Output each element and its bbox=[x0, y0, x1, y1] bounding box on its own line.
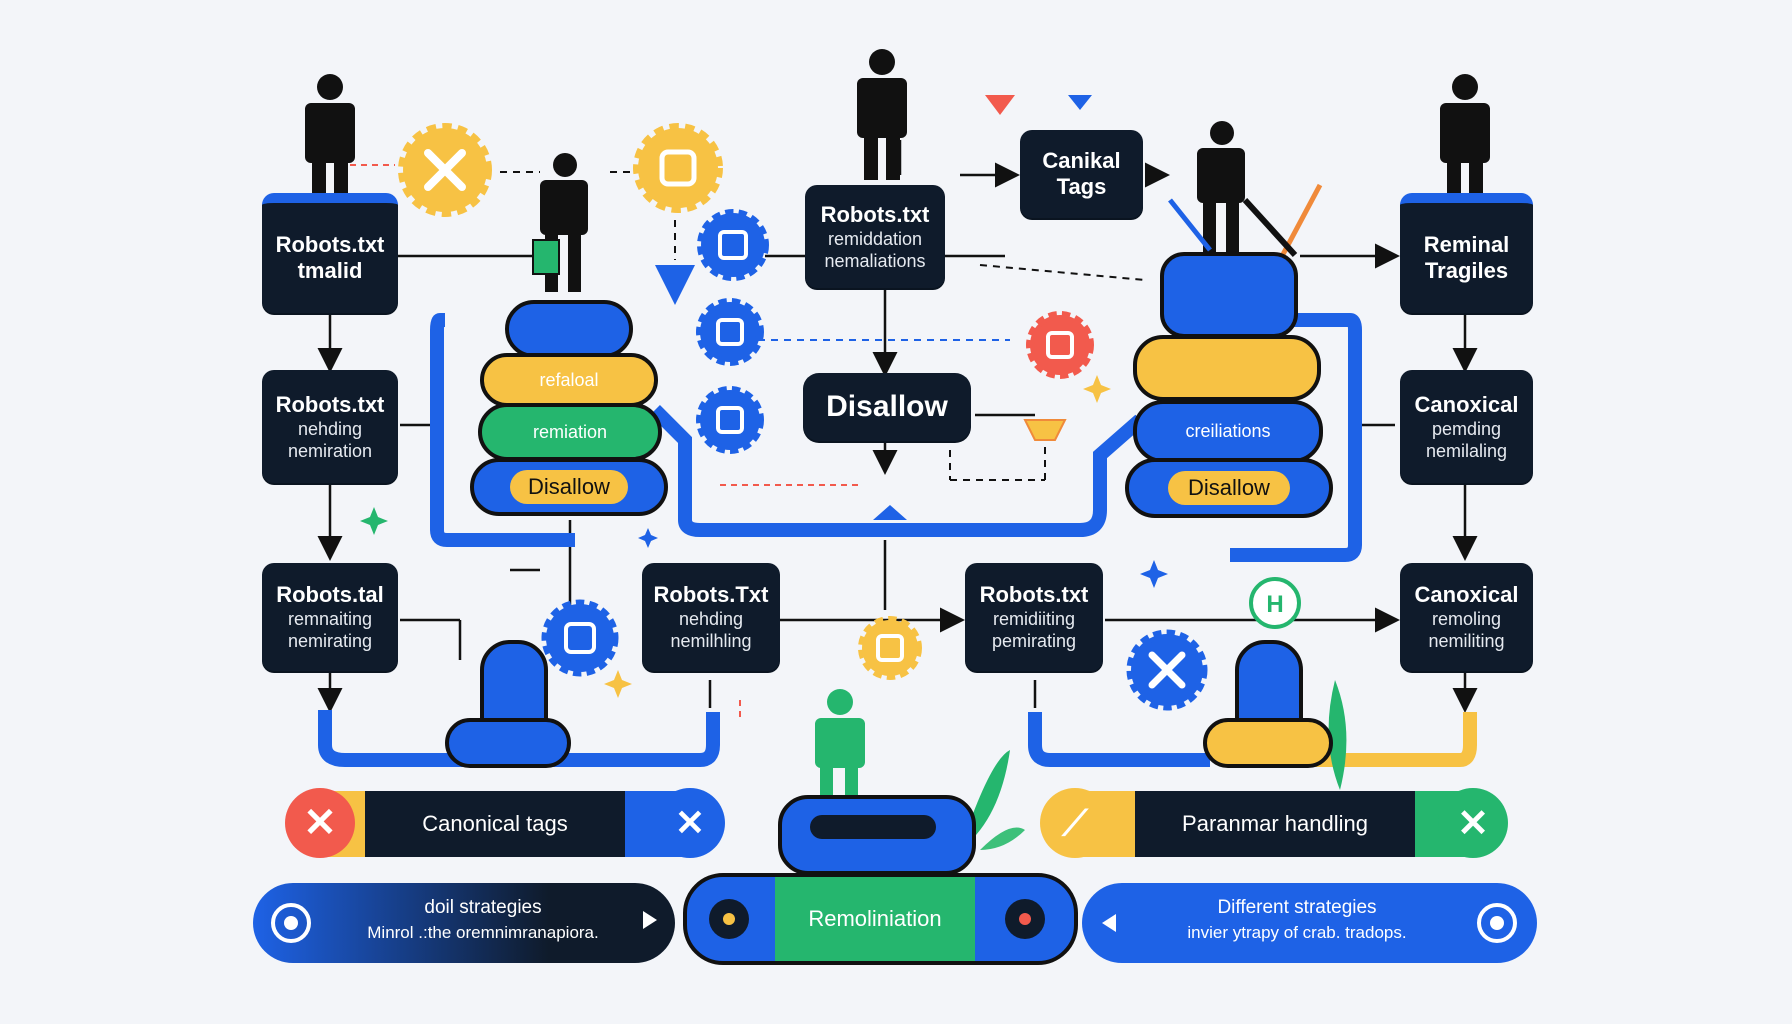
box-left-low-line1: Robots.tal bbox=[276, 582, 384, 607]
box-left-low-line2: remnaiting bbox=[287, 609, 373, 629]
h-badge-label: H bbox=[1266, 591, 1283, 618]
box-center-right-low-line1: Robots.txt bbox=[979, 582, 1089, 607]
box-top-left-line2: tmalid bbox=[297, 258, 363, 283]
gear-icon-yellow-center-low bbox=[858, 616, 922, 680]
box-canonical-tags-top[interactable]: Canikal Tags bbox=[1020, 130, 1143, 218]
box-center-right-low-line3: pemirating bbox=[991, 631, 1077, 651]
play-arrow-icon[interactable] bbox=[643, 911, 657, 929]
box-top-right-line1: Reminal bbox=[1423, 232, 1510, 257]
box-top-center-line3: nemaliations bbox=[824, 250, 926, 271]
gear-icon-blue-left-low bbox=[541, 599, 619, 677]
box-center-right-low[interactable]: Robots.txt remidiiting pemirating bbox=[965, 563, 1103, 671]
box-top-center-line1: Robots.txt bbox=[820, 201, 930, 227]
blue-target-icon[interactable] bbox=[271, 903, 311, 943]
center-remediation-label: Remoliniation bbox=[775, 877, 975, 961]
gear-icon-blue-2 bbox=[696, 298, 764, 366]
box-left-mid-line2: nehding bbox=[297, 418, 363, 439]
right-wheel-icon bbox=[1005, 899, 1045, 939]
red-close-icon[interactable]: ✕ bbox=[285, 788, 355, 858]
box-right-mid-line1: Canoxical bbox=[1414, 391, 1519, 417]
box-center-left-low-line2: nehding bbox=[678, 609, 744, 629]
box-disallow-center[interactable]: Disallow bbox=[803, 373, 971, 441]
box-center-left-low[interactable]: Robots.Txt nehding nemilhling bbox=[642, 563, 780, 671]
left-strategy-line2: Minrol .:the oremnimranapiora. bbox=[367, 923, 599, 942]
yellow-edit-icon[interactable]: ⟋ bbox=[1040, 788, 1110, 858]
right-strategy-line1: Different strategies bbox=[1217, 897, 1377, 918]
gear-icon-red bbox=[1026, 311, 1094, 379]
person-figure-stack-right bbox=[1197, 121, 1245, 255]
center-remediation-bar[interactable]: Remoliniation bbox=[683, 873, 1078, 965]
box-top-right-line2: Tragiles bbox=[1424, 258, 1509, 283]
box-top-left-line1: Robots.txt bbox=[275, 232, 385, 257]
box-right-mid[interactable]: Canoxical pemding nemilaling bbox=[1400, 370, 1533, 483]
blue-target-icon-right[interactable] bbox=[1477, 903, 1517, 943]
box-left-mid-line3: nemiration bbox=[287, 440, 373, 461]
gear-icon-yellow-square bbox=[633, 123, 723, 213]
stack-left-bottom: Disallow bbox=[470, 458, 668, 516]
stack-left-top: refaloal bbox=[480, 353, 658, 407]
stack-left-top-label: refaloal bbox=[539, 369, 599, 390]
stack-left-middle-label: remiation bbox=[532, 421, 608, 442]
box-top-right[interactable]: Reminal Tragiles bbox=[1400, 193, 1533, 313]
box-right-low-line2: remoling bbox=[1431, 609, 1502, 629]
right-strategy-bar[interactable]: Different strategies invier ytrapy of cr… bbox=[1082, 883, 1537, 963]
h-badge-icon: H bbox=[1249, 577, 1301, 629]
stack-left-middle: remiation bbox=[478, 403, 662, 461]
parameter-handling-label: Paranmar handling bbox=[1182, 811, 1368, 836]
stack-right-top bbox=[1133, 335, 1321, 401]
robot-head-right bbox=[1160, 252, 1298, 338]
gear-icon-yellow-x bbox=[398, 123, 492, 217]
box-right-mid-line2: pemding bbox=[1431, 418, 1502, 439]
left-strategy-bar[interactable]: doil strategies Minrol .:the oremnimrana… bbox=[253, 883, 675, 963]
box-center-left-low-line3: nemilhling bbox=[670, 631, 752, 651]
green-card-icon bbox=[532, 239, 560, 275]
gear-icon-blue-x bbox=[1126, 629, 1208, 711]
left-wheel-icon bbox=[709, 899, 749, 939]
parameter-handling-bar[interactable]: ⟋ ✕ Paranmar handling bbox=[1040, 788, 1508, 860]
gear-icon-blue-3 bbox=[696, 386, 764, 454]
box-right-mid-line3: nemilaling bbox=[1425, 440, 1508, 461]
canonical-tags-label: Canonical tags bbox=[422, 811, 568, 836]
robot-head-left bbox=[505, 300, 633, 358]
box-center-left-low-line1: Robots.Txt bbox=[653, 582, 769, 607]
box-canonical-tags-top-line2: Tags bbox=[1056, 174, 1107, 199]
gear-icon-blue-1 bbox=[697, 209, 769, 281]
right-strategy-line2: invier ytrapy of crab. tradops. bbox=[1187, 923, 1407, 942]
stack-left-bottom-label: Disallow bbox=[510, 470, 628, 504]
stack-right-bottom: Disallow bbox=[1125, 458, 1333, 518]
box-canonical-tags-top-line1: Canikal bbox=[1042, 148, 1121, 173]
rewind-arrow-icon[interactable] bbox=[1102, 914, 1116, 932]
stack-right-middle-label: creiliations bbox=[1185, 421, 1271, 441]
leaf-icon-right bbox=[1328, 680, 1347, 790]
box-center-right-low-line2: remidiiting bbox=[992, 609, 1076, 629]
green-close-icon[interactable]: ✕ bbox=[1438, 788, 1508, 858]
box-top-center-line2: remiddation bbox=[827, 228, 923, 249]
blue-cross-icon[interactable]: ✕ bbox=[655, 788, 725, 858]
small-yellow-badge bbox=[1023, 419, 1067, 441]
canonical-tags-bar[interactable]: ✕ ✕ Canonical tags bbox=[285, 788, 725, 860]
box-right-low[interactable]: Canoxical remoling nemiliting bbox=[1400, 563, 1533, 671]
box-disallow-center-label: Disallow bbox=[826, 390, 948, 423]
box-left-low-line3: nemirating bbox=[287, 631, 373, 651]
left-strategy-line1: doil strategies bbox=[424, 897, 542, 918]
person-figure-center bbox=[857, 49, 907, 180]
box-left-low[interactable]: Robots.tal remnaiting nemirating bbox=[262, 563, 398, 671]
box-top-left[interactable]: Robots.txt tmalid bbox=[262, 193, 398, 313]
box-left-mid-line1: Robots.txt bbox=[275, 391, 385, 417]
stack-right-middle: creiliations bbox=[1133, 400, 1323, 463]
box-right-low-line1: Canoxical bbox=[1414, 582, 1519, 607]
person-figure-green bbox=[815, 689, 865, 795]
box-right-low-line3: nemiliting bbox=[1428, 631, 1505, 651]
box-top-center[interactable]: Robots.txt remiddation nemaliations bbox=[805, 185, 945, 288]
stack-right-bottom-label: Disallow bbox=[1168, 471, 1290, 505]
box-left-mid[interactable]: Robots.txt nehding nemiration bbox=[262, 370, 398, 483]
